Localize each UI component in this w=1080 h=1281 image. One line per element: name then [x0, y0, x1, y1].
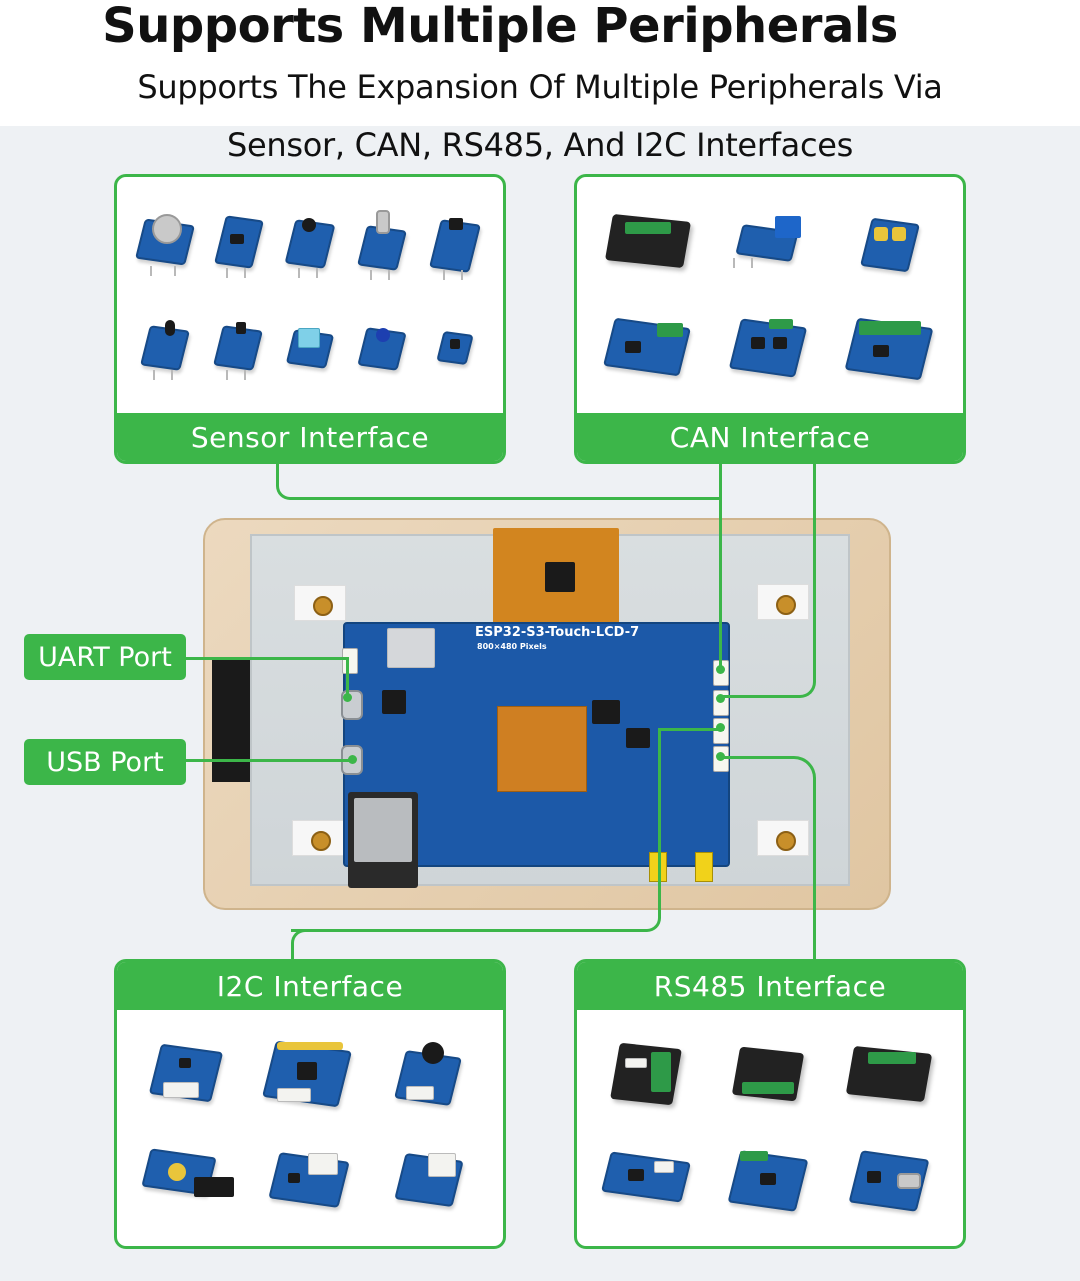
temperature-sensor-module: [208, 314, 268, 384]
rs485-wire: [720, 756, 816, 961]
uart-wire: [186, 657, 349, 660]
can-interface-card: CAN Interface: [574, 174, 966, 464]
sound-sensor-module: [280, 204, 340, 284]
can-jumper[interactable]: [695, 852, 713, 882]
ic-chip: [626, 728, 650, 748]
uart-wire: [346, 657, 349, 697]
i2c-wire: [658, 728, 724, 731]
can-interface-label: CAN Interface: [577, 413, 963, 461]
uart-port-label: UART Port: [24, 634, 186, 680]
board-model-label: ESP32-S3-Touch-LCD-7: [475, 625, 640, 640]
uart-wire-dot: [343, 693, 352, 702]
i2c-expander-module: [255, 1032, 365, 1122]
i2c-wire-dot: [716, 723, 725, 732]
hall-sensor-module: [352, 314, 412, 384]
rs485-wire-dot: [716, 752, 725, 761]
display-edge-strip: [212, 657, 252, 782]
touch-flex-cable: [493, 528, 619, 624]
sensor-interface-label: Sensor Interface: [117, 413, 503, 461]
rs485-interface-card: RS485 Interface: [574, 959, 966, 1249]
sensor-wire-dot: [716, 665, 725, 674]
mount-standoff: [757, 820, 809, 856]
rs485-interface-label: RS485 Interface: [577, 962, 963, 1010]
sensor-interface-card: Sensor Interface: [114, 174, 506, 464]
i2c-wire: [291, 929, 309, 961]
usb-to-rs485-converter: [599, 1032, 699, 1122]
i2c-sensor-module-3: [386, 1137, 476, 1227]
rs485-can-hat: [720, 1137, 820, 1227]
ic-chip: [592, 700, 620, 724]
i2c-thermal-camera: [386, 1032, 476, 1122]
can-pico-module: [599, 309, 699, 389]
page-subtitle-line1: Supports The Expansion Of Multiple Perip…: [137, 68, 943, 106]
flame-sensor-module: [135, 314, 195, 384]
board-resolution-label: 800×480 Pixels: [477, 642, 547, 651]
can-rpi-hat: [725, 309, 815, 389]
can-wire-dot: [716, 694, 725, 703]
i2c-interface-card: I2C Interface: [114, 959, 506, 1249]
can-module-grid: [589, 191, 951, 401]
usb-wire: [186, 759, 352, 762]
mount-standoff: [292, 820, 344, 856]
infrared-sensor-module: [425, 204, 485, 284]
can-din-rail-box: [599, 204, 699, 284]
i2c-module-grid: [129, 1024, 491, 1234]
i2c-wire: [291, 728, 661, 932]
sensor-wire: [719, 497, 722, 669]
rotation-sensor-module: [352, 204, 412, 284]
rs485-pico-module: [594, 1137, 704, 1227]
lcd-flex-cable: [497, 706, 587, 792]
tf-card-slot: [387, 628, 435, 668]
page-title: Supports Multiple Peripherals: [102, 0, 898, 54]
can-wire: [720, 464, 816, 698]
sensor-wire: [276, 464, 722, 500]
can-transceiver-module: [725, 204, 815, 284]
i2c-sensor-module-2: [260, 1137, 360, 1227]
rs485-ethernet-server: [720, 1032, 820, 1122]
page-subtitle-line2: Sensor, CAN, RS485, And I2C Interfaces: [226, 126, 854, 164]
rs485-rs232-hat: [841, 1137, 941, 1227]
ic-chip: [382, 690, 406, 714]
mount-standoff: [294, 585, 346, 621]
humidity-sensor-module: [280, 314, 340, 384]
light-sensor-module: [208, 204, 268, 284]
gas-sensor-module: [130, 204, 200, 284]
uart-connector[interactable]: [342, 648, 358, 674]
i2c-interface-label: I2C Interface: [117, 962, 503, 1010]
sensor-module-grid: [129, 191, 491, 401]
mount-standoff: [757, 584, 809, 620]
tilt-sensor-module: [430, 319, 480, 379]
header-band: [0, 0, 1080, 126]
rs485-din-rail-box: [836, 1032, 946, 1122]
can-hat-module: [856, 209, 926, 279]
i2c-rtc-module: [134, 1137, 244, 1227]
i2c-sensor-module-1: [139, 1032, 239, 1122]
usb-wire-dot: [348, 755, 357, 764]
rs485-module-grid: [589, 1024, 951, 1234]
can-isolated-hat: [841, 309, 941, 389]
usb-port-label: USB Port: [24, 739, 186, 785]
esp32-s3-module: [348, 792, 418, 888]
